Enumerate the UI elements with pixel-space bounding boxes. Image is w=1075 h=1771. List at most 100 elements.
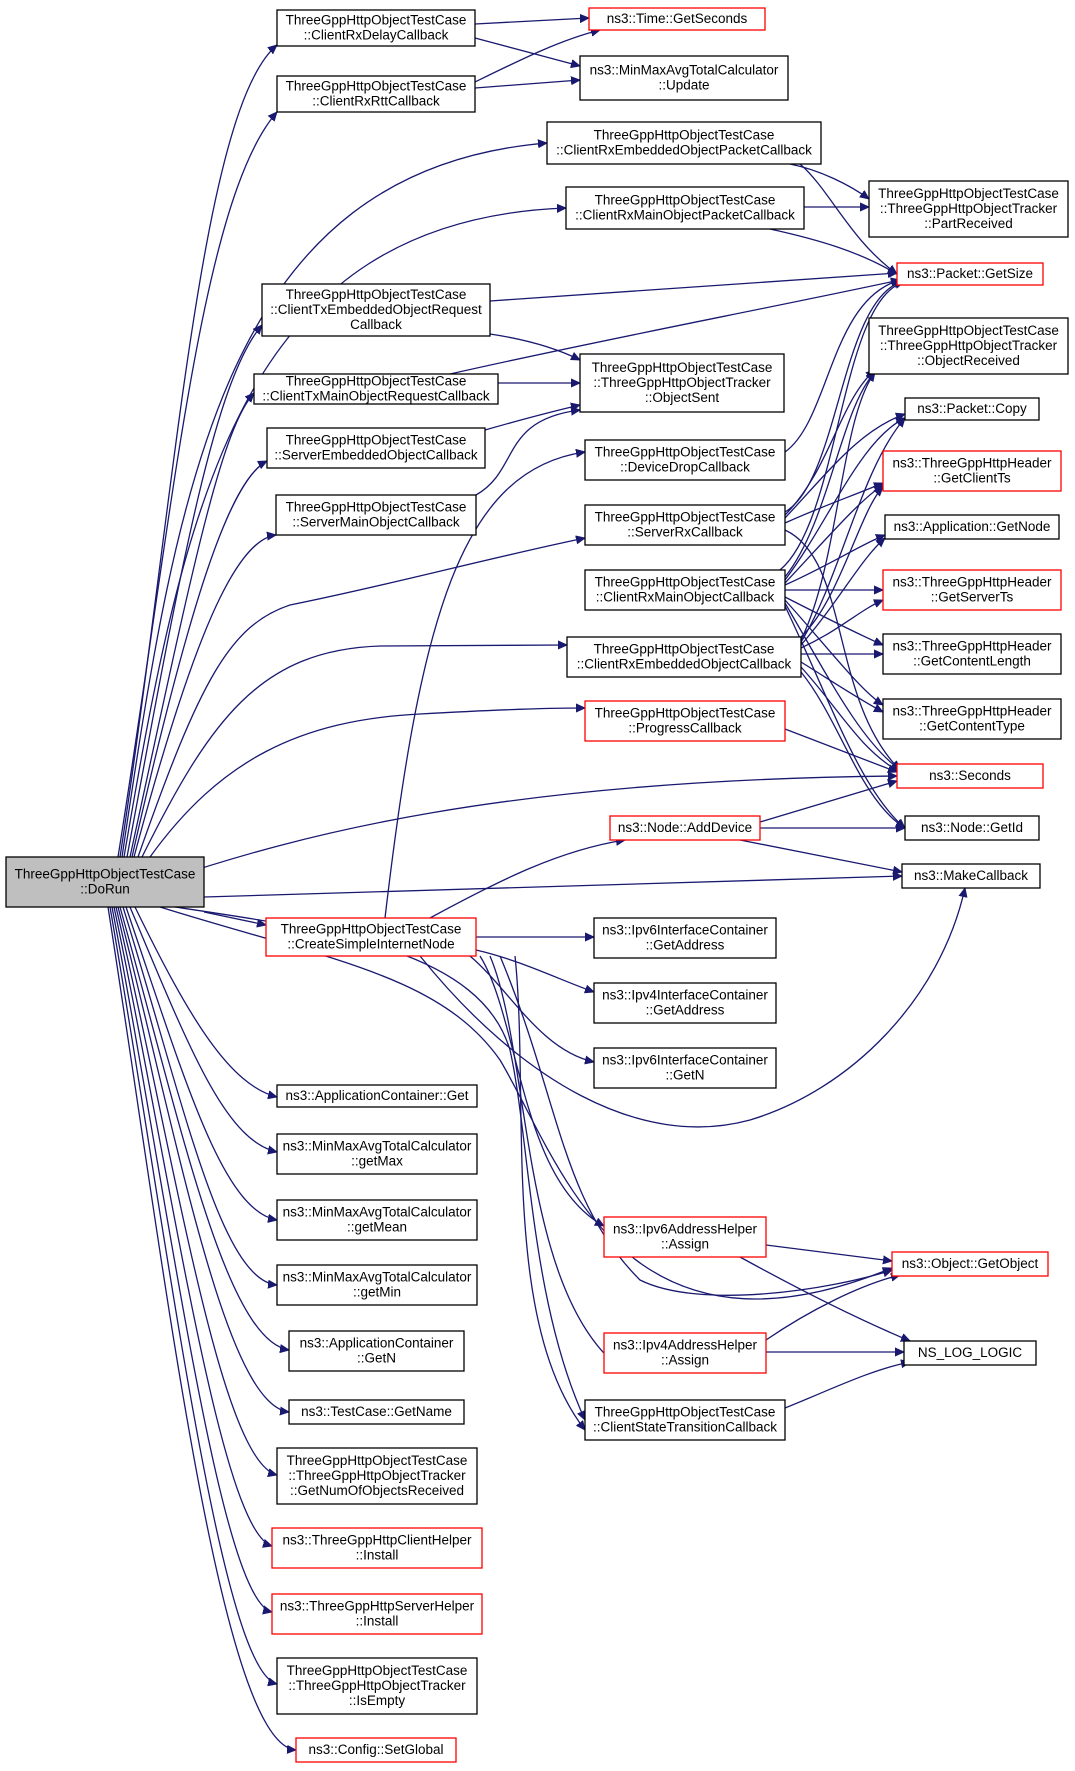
node-txemb[interactable]: ThreeGppHttpObjectTestCase::ClientTxEmbe… bbox=[261, 283, 491, 337]
node-label-line: ns3::Ipv6AddressHelper bbox=[613, 1222, 758, 1237]
edge-rxembpkt-to-partrecv bbox=[789, 163, 869, 199]
edge-createnode-to-ipv6getn bbox=[469, 955, 594, 1062]
node-mmupdate[interactable]: ns3::MinMaxAvgTotalCalculator::Update bbox=[579, 55, 789, 101]
node-label-line: ::ServerRxCallback bbox=[627, 525, 743, 540]
node-serverinstall[interactable]: ns3::ThreeGppHttpServerHelper::Install bbox=[271, 1593, 483, 1635]
node-label-line: ::GetContentLength bbox=[913, 654, 1031, 669]
node-makecb[interactable]: ns3::MakeCallback bbox=[901, 863, 1041, 889]
edge-dorun-to-rxembobj bbox=[141, 645, 567, 858]
node-getmin[interactable]: ns3::MinMaxAvgTotalCalculator::getMin bbox=[276, 1264, 478, 1306]
node-createnode[interactable]: ThreeGppHttpObjectTestCase::CreateSimple… bbox=[265, 917, 477, 957]
edge-srvmain-to-objsent bbox=[475, 410, 580, 496]
node-ipv4getaddr[interactable]: ns3::Ipv4InterfaceContainer::GetAddress bbox=[593, 982, 777, 1024]
node-label-line: ThreeGppHttpObjectTestCase bbox=[287, 1663, 468, 1678]
node-rxdelay[interactable]: ThreeGppHttpObjectTestCase::ClientRxDela… bbox=[276, 9, 476, 47]
edge-rxmainobj-to-getctype bbox=[784, 599, 883, 705]
node-label-line: NS_LOG_LOGIC bbox=[918, 1345, 1023, 1360]
node-appget[interactable]: ns3::ApplicationContainer::Get bbox=[276, 1084, 478, 1108]
node-devdrop[interactable]: ThreeGppHttpObjectTestCase::DeviceDropCa… bbox=[584, 439, 786, 481]
node-srvrx[interactable]: ThreeGppHttpObjectTestCase::ServerRxCall… bbox=[584, 504, 786, 546]
node-label-line: ns3::ApplicationContainer::Get bbox=[285, 1088, 468, 1103]
node-partrecv[interactable]: ThreeGppHttpObjectTestCase::ThreeGppHttp… bbox=[868, 180, 1069, 238]
node-ipv6getaddr[interactable]: ns3::Ipv6InterfaceContainer::GetAddress bbox=[593, 917, 777, 959]
edge-createnode-to-ipv4getaddr bbox=[475, 949, 594, 992]
node-appgetn[interactable]: ns3::ApplicationContainer::GetN bbox=[288, 1330, 465, 1372]
node-label-line: ::GetN bbox=[357, 1351, 396, 1366]
node-rxmainobj[interactable]: ThreeGppHttpObjectTestCase::ClientRxMain… bbox=[584, 569, 786, 611]
node-getclientts[interactable]: ns3::ThreeGppHttpHeader::GetClientTs bbox=[882, 450, 1062, 492]
node-objrecv[interactable]: ThreeGppHttpObjectTestCase::ThreeGppHttp… bbox=[868, 317, 1069, 375]
edge-rxembobj-to-getnode bbox=[800, 538, 885, 646]
call-edges bbox=[107, 18, 965, 1750]
edge-dorun-to-getmax bbox=[129, 906, 277, 1152]
edge-dorun-to-rxrtt bbox=[117, 112, 277, 858]
node-seconds[interactable]: ns3::Seconds bbox=[896, 763, 1044, 789]
edge-rxmainobj-to-getsize bbox=[779, 282, 904, 571]
node-txmain[interactable]: ThreeGppHttpObjectTestCase::ClientTxMain… bbox=[253, 373, 499, 405]
edge-dorun-to-srvemb bbox=[131, 460, 267, 858]
node-getnode[interactable]: ns3::Application::GetNode bbox=[884, 514, 1060, 540]
node-rxrtt[interactable]: ThreeGppHttpObjectTestCase::ClientRxRttC… bbox=[276, 75, 476, 113]
node-rxembpkt[interactable]: ThreeGppHttpObjectTestCase::ClientRxEmbe… bbox=[546, 121, 822, 165]
node-label-line: ThreeGppHttpObjectTestCase bbox=[594, 128, 775, 143]
node-label-line: ::DeviceDropCallback bbox=[620, 460, 750, 475]
edge-dorun-to-rxdelay bbox=[119, 45, 277, 858]
node-getmax[interactable]: ns3::MinMaxAvgTotalCalculator::getMax bbox=[276, 1133, 478, 1175]
node-label-line: ThreeGppHttpObjectTestCase bbox=[286, 79, 467, 94]
node-label-line: ThreeGppHttpObjectTestCase bbox=[595, 510, 776, 525]
node-pktcopy[interactable]: ns3::Packet::Copy bbox=[904, 397, 1040, 421]
node-statetrans[interactable]: ThreeGppHttpObjectTestCase::ClientStateT… bbox=[584, 1399, 786, 1441]
node-gettime[interactable]: ns3::Time::GetSeconds bbox=[588, 7, 766, 31]
edge-srvrx-to-seconds bbox=[784, 529, 900, 770]
edge-adddevice-to-seconds bbox=[759, 781, 897, 823]
node-label-line: ThreeGppHttpObjectTestCase bbox=[595, 575, 776, 590]
node-getmean[interactable]: ns3::MinMaxAvgTotalCalculator::getMean bbox=[276, 1199, 478, 1241]
node-adddevice[interactable]: ns3::Node::AddDevice bbox=[609, 815, 761, 841]
edge-rxrtt-to-gettime bbox=[474, 30, 600, 83]
node-label-line: ::ClientRxMainObjectPacketCallback bbox=[575, 208, 795, 223]
node-label-line: ThreeGppHttpObjectTestCase bbox=[286, 13, 467, 28]
node-label-line: ::Assign bbox=[661, 1237, 709, 1252]
node-ipv6getn[interactable]: ns3::Ipv6InterfaceContainer::GetN bbox=[593, 1047, 777, 1089]
call-nodes: ThreeGppHttpObjectTestCase::DoRunThreeGp… bbox=[5, 7, 1069, 1763]
node-ipv6assign[interactable]: ns3::Ipv6AddressHelper::Assign bbox=[603, 1216, 767, 1258]
edge-ipv6assign-to-getobject bbox=[765, 1244, 892, 1261]
node-clientinstall[interactable]: ns3::ThreeGppHttpClientHelper::Install bbox=[271, 1527, 483, 1569]
node-srvemb[interactable]: ThreeGppHttpObjectTestCase::ServerEmbedd… bbox=[266, 427, 486, 469]
node-progress[interactable]: ThreeGppHttpObjectTestCase::ProgressCall… bbox=[584, 700, 786, 742]
node-getsize[interactable]: ns3::Packet::GetSize bbox=[896, 262, 1044, 286]
node-nslog[interactable]: NS_LOG_LOGIC bbox=[903, 1340, 1037, 1366]
node-getobject[interactable]: ns3::Object::GetObject bbox=[891, 1251, 1049, 1277]
node-label-line: ns3::MakeCallback bbox=[914, 868, 1028, 883]
node-getclen[interactable]: ns3::ThreeGppHttpHeader::GetContentLengt… bbox=[882, 633, 1062, 675]
node-label-line: ::Install bbox=[356, 1614, 399, 1629]
edge-rxmainobj-to-getclen bbox=[784, 596, 883, 646]
node-getnumobj[interactable]: ThreeGppHttpObjectTestCase::ThreeGppHttp… bbox=[276, 1447, 478, 1505]
edge-dorun-to-getmean bbox=[125, 906, 277, 1220]
node-rxembobj[interactable]: ThreeGppHttpObjectTestCase::ClientRxEmbe… bbox=[566, 636, 802, 678]
node-getserverts[interactable]: ns3::ThreeGppHttpHeader::GetServerTs bbox=[882, 569, 1062, 611]
node-getname[interactable]: ns3::TestCase::GetName bbox=[288, 1399, 465, 1425]
node-srvmain[interactable]: ThreeGppHttpObjectTestCase::ServerMainOb… bbox=[275, 494, 477, 536]
node-label-line: ns3::ThreeGppHttpHeader bbox=[892, 456, 1052, 471]
node-getctype[interactable]: ns3::ThreeGppHttpHeader::GetContentType bbox=[882, 698, 1062, 740]
node-rxmainpkt[interactable]: ThreeGppHttpObjectTestCase::ClientRxMain… bbox=[565, 186, 805, 230]
node-setglobal[interactable]: ns3::Config::SetGlobal bbox=[295, 1737, 457, 1763]
node-label-line: ::ClientRxMainObjectCallback bbox=[596, 590, 775, 605]
node-ipv4assign[interactable]: ns3::Ipv4AddressHelper::Assign bbox=[603, 1332, 767, 1374]
edge-rxembobj-to-objrecv bbox=[800, 372, 875, 641]
node-objsent[interactable]: ThreeGppHttpObjectTestCase::ThreeGppHttp… bbox=[579, 353, 785, 413]
edge-dorun-to-rxmainpkt bbox=[123, 208, 566, 858]
edge-rxembobj-to-getctype bbox=[800, 661, 883, 713]
edge-srvrx-to-pktcopy bbox=[784, 414, 905, 519]
node-label-line: ::ClientTxMainObjectRequestCallback bbox=[262, 389, 490, 404]
node-label-line: ns3::Ipv4AddressHelper bbox=[613, 1338, 758, 1353]
edge-dorun-to-rxembpkt bbox=[121, 143, 547, 858]
node-isempty[interactable]: ThreeGppHttpObjectTestCase::ThreeGppHttp… bbox=[276, 1657, 478, 1715]
edge-dorun-to-serverinstall bbox=[111, 906, 272, 1612]
edge-createnode-to-ipv4assign bbox=[489, 955, 614, 1363]
node-nodegetid[interactable]: ns3::Node::GetId bbox=[904, 815, 1040, 841]
edge-createnode-to-adddevice bbox=[429, 840, 625, 919]
node-label-line: ::ThreeGppHttpObjectTracker bbox=[880, 201, 1058, 216]
node-label-line: ::ServerEmbeddedObjectCallback bbox=[274, 448, 478, 463]
